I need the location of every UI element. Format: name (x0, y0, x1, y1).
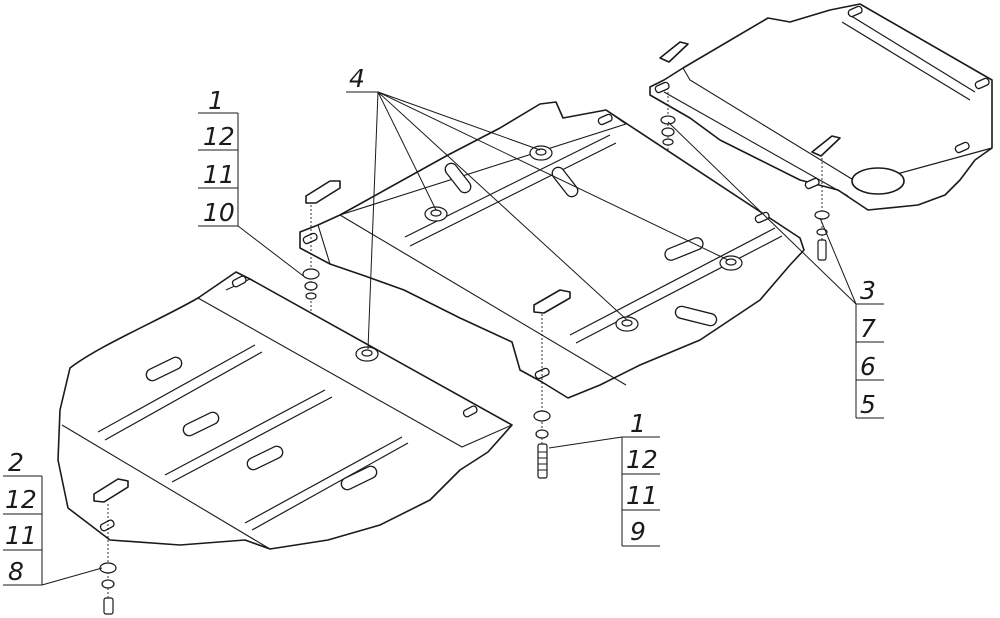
callout-label: 11 (203, 160, 235, 189)
callout-group-c: 3 7 6 5 (855, 276, 884, 419)
callout-group-d: 1 12 11 9 (621, 409, 660, 547)
mounting-brackets (93, 41, 841, 503)
front-skid-plate (57, 271, 513, 550)
rear-skid-plate (649, 3, 993, 211)
callout-label: 4 (349, 64, 365, 93)
fastener-stacks (99, 92, 830, 615)
callout-group-b: 4 (349, 64, 365, 93)
callout-group-e: 2 12 11 8 (3, 448, 43, 586)
leader-lines (41, 91, 857, 586)
callout-label: 9 (630, 517, 646, 546)
callout-label: 10 (203, 198, 235, 227)
callout-label: 8 (8, 557, 24, 586)
callout-label: 1 (630, 409, 646, 438)
callout-label: 1 (208, 86, 224, 115)
callout-label: 11 (626, 481, 658, 510)
middle-skid-plate (299, 101, 805, 399)
callout-label: 2 (8, 448, 24, 477)
callout-group-a: 1 12 11 10 (198, 86, 239, 227)
callout-label: 12 (203, 122, 235, 151)
callout-label: 7 (860, 314, 876, 343)
callout-label: 11 (5, 521, 37, 550)
callout-label: 12 (626, 445, 658, 474)
callout-label: 3 (860, 276, 876, 305)
callout-label: 6 (860, 352, 876, 381)
callout-label: 12 (5, 485, 37, 514)
callout-label: 5 (860, 390, 876, 419)
